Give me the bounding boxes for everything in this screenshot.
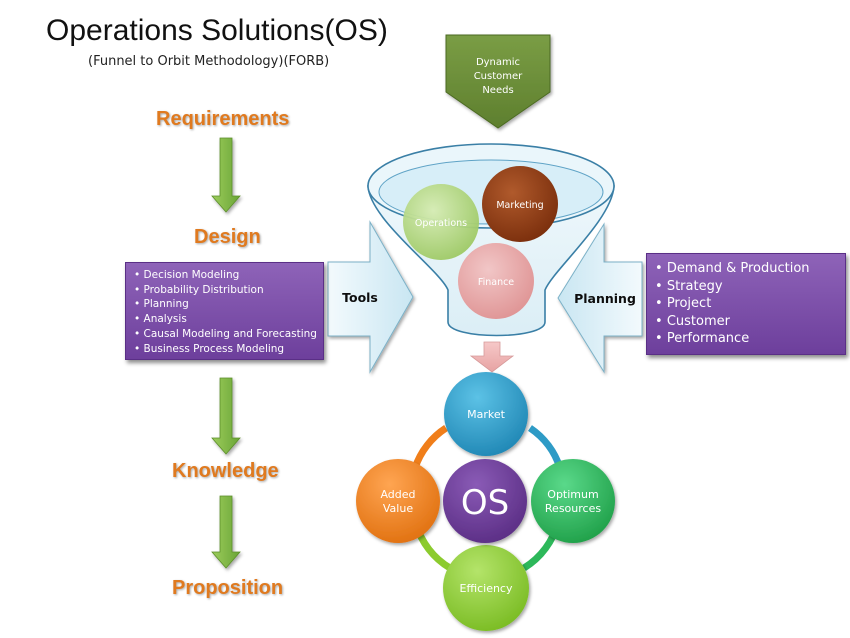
node-market: Market <box>444 372 528 456</box>
customer-needs-arrow: Dynamic Customer Needs <box>445 34 551 129</box>
input-line3: Needs <box>482 85 513 96</box>
funnel-down-arrow <box>469 341 515 373</box>
tools-item: Business Process Modeling <box>134 342 323 357</box>
step-design: Design <box>194 226 261 248</box>
os-label: OS <box>461 483 509 523</box>
efficiency-label: Efficiency <box>460 582 513 595</box>
optimum-label-1: Optimum <box>547 488 598 501</box>
planning-item: Project <box>655 295 845 313</box>
step-proposition: Proposition <box>172 577 284 599</box>
step-knowledge: Knowledge <box>172 460 279 482</box>
added-label-1: Added <box>380 488 415 501</box>
planning-item: Strategy <box>655 278 845 296</box>
operations-label: Operations <box>415 218 467 229</box>
arrow-design-to-knowledge <box>211 377 241 455</box>
circle-operations: Operations <box>403 184 479 260</box>
arrow-knowledge-to-proposition <box>211 495 241 569</box>
marketing-label: Marketing <box>496 200 543 211</box>
input-line2: Customer <box>474 71 523 82</box>
circle-finance: Finance <box>458 243 534 319</box>
node-efficiency: Efficiency <box>443 545 529 631</box>
input-line1: Dynamic <box>476 57 520 68</box>
added-label-2: Value <box>383 502 413 515</box>
market-label: Market <box>467 408 505 421</box>
planning-item: Customer <box>655 313 845 331</box>
tools-list-box: Decision Modeling Probability Distributi… <box>125 262 324 360</box>
planning-list-box: Demand & Production Strategy Project Cus… <box>646 253 846 355</box>
tools-item: Planning <box>134 297 323 312</box>
optimum-label-2: Resources <box>545 502 601 515</box>
node-added-value: Added Value <box>356 459 440 543</box>
tools-item: Analysis <box>134 312 323 327</box>
circle-marketing: Marketing <box>482 166 558 242</box>
tools-label: Tools <box>342 290 378 305</box>
planning-item: Performance <box>655 330 845 348</box>
diagram-title: Operations Solutions(OS) <box>46 14 388 47</box>
tools-item: Causal Modeling and Forecasting <box>134 327 323 342</box>
planning-label: Planning <box>574 291 636 306</box>
diagram-subtitle: (Funnel to Orbit Methodology)(FORB) <box>88 54 330 69</box>
step-requirements: Requirements <box>156 108 290 130</box>
node-optimum-resources: Optimum Resources <box>531 459 615 543</box>
tools-item: Probability Distribution <box>134 283 323 298</box>
tools-item: Decision Modeling <box>134 268 323 283</box>
finance-label: Finance <box>478 277 514 288</box>
planning-arrow: Planning <box>557 222 643 374</box>
planning-item: Demand & Production <box>655 260 845 278</box>
tools-arrow: Tools <box>327 220 414 374</box>
node-os: OS <box>443 459 527 543</box>
arrow-requirements-to-design <box>211 137 241 213</box>
